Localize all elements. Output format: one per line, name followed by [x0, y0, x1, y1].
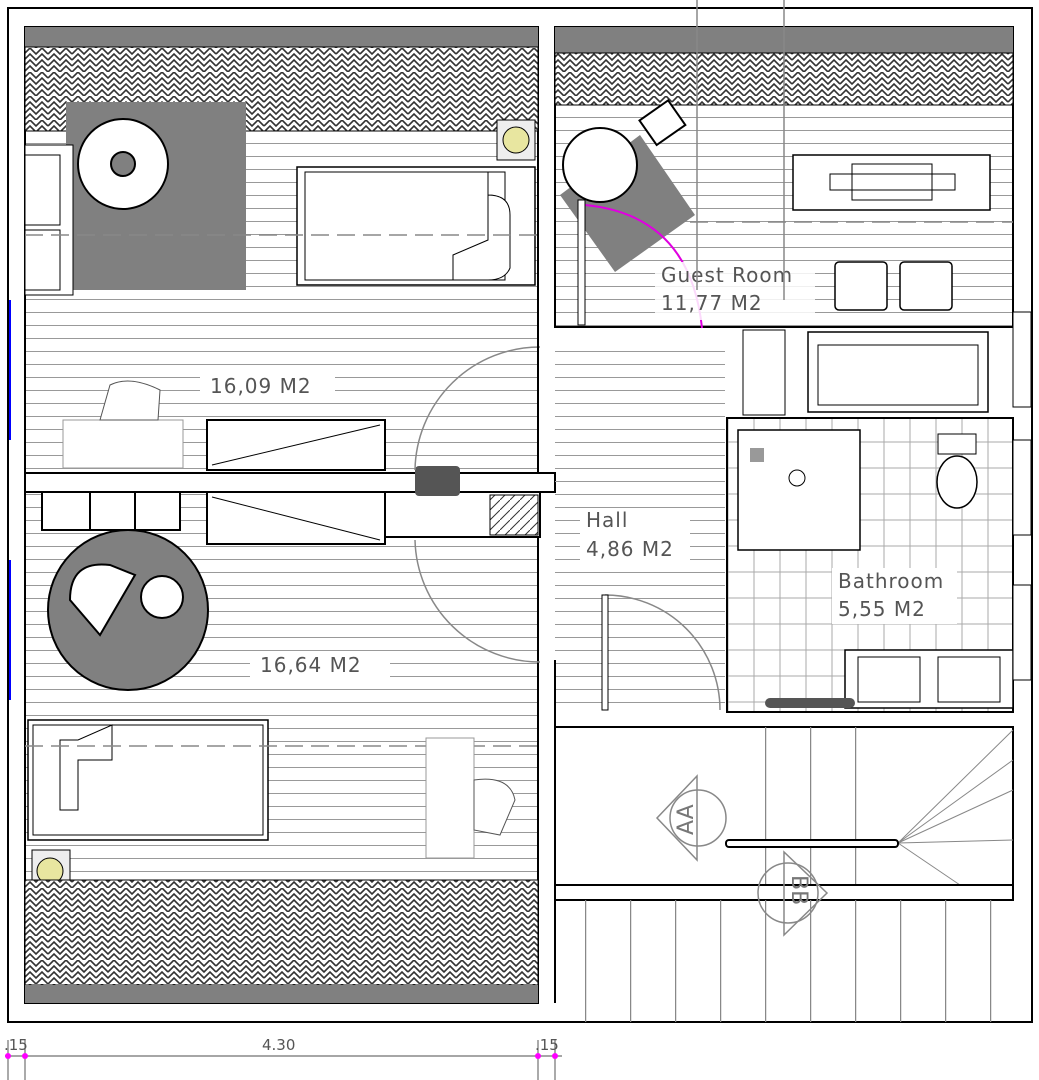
toilet-icon — [936, 433, 978, 509]
room-area-label: 11,77 M2 — [661, 291, 763, 315]
nightstand — [834, 261, 888, 311]
desk — [62, 419, 184, 469]
desk — [425, 737, 475, 859]
herringbone-zone — [24, 879, 539, 986]
dimension-line: .15 4.30 .15 — [4, 1036, 562, 1080]
bed — [807, 331, 989, 413]
chair — [99, 380, 161, 421]
handrail — [725, 839, 899, 848]
room-top-left: 16,09 M2 — [24, 26, 539, 474]
room-bathroom: Bathroom 5,55 M2 — [726, 417, 1014, 713]
chair — [473, 778, 516, 836]
room-area-label: 16,09 M2 — [210, 374, 312, 398]
window — [1012, 584, 1032, 681]
section-mark-aa: AA — [655, 774, 727, 862]
room-hall: Hall 4,86 M2 — [414, 345, 725, 1003]
shelf — [41, 491, 181, 531]
roof-band — [25, 985, 538, 1003]
dimension-label: .15 — [4, 1036, 28, 1054]
interior-wall — [24, 472, 556, 493]
sofa — [24, 144, 74, 296]
sink-icon — [937, 656, 1001, 703]
section-mark-bb: BB — [757, 850, 829, 937]
nightstand — [899, 261, 953, 311]
armchair — [562, 127, 638, 203]
door-swing — [414, 346, 541, 471]
window — [1012, 311, 1032, 408]
door-swing — [414, 539, 541, 663]
room-area-label: 16,64 M2 — [260, 653, 362, 677]
tv-unit — [792, 154, 991, 211]
room-area-label: 4,86 M2 — [586, 537, 674, 561]
svg-text:AA: AA — [674, 804, 699, 835]
sink-icon — [857, 656, 921, 703]
room-name-label: Bathroom — [838, 569, 944, 593]
room-bottom-left: 16,64 M2 — [24, 466, 541, 1004]
door-swing — [604, 594, 721, 711]
shelf — [742, 329, 786, 416]
dimension-label: .15 — [535, 1036, 559, 1054]
room-area-label: 5,55 M2 — [838, 597, 926, 621]
roof-band — [25, 27, 538, 47]
round-rug — [47, 529, 209, 691]
room-name-label: Guest Room — [661, 263, 793, 287]
dimension-label: 4.30 — [262, 1036, 295, 1054]
rug — [560, 135, 695, 272]
svg-text:BB: BB — [786, 875, 811, 905]
window — [1012, 439, 1032, 536]
room-name-label: Hall — [586, 508, 628, 532]
